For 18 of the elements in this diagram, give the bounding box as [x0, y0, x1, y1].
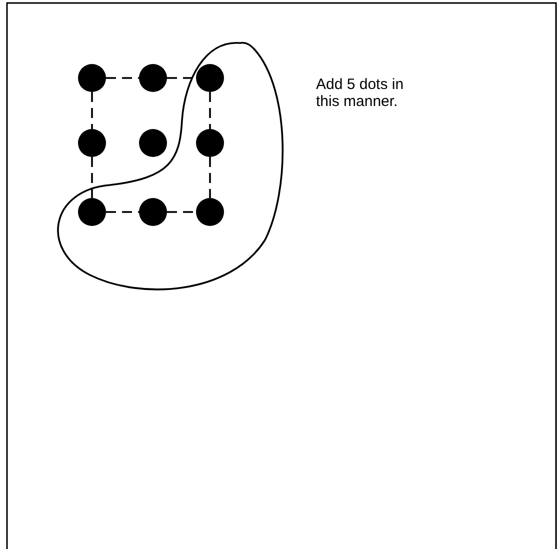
dashed-line: [106, 211, 139, 213]
dot: [139, 129, 167, 157]
dashed-line: [167, 77, 196, 79]
dashed-line: [91, 92, 93, 129]
dot: [196, 64, 224, 92]
dashed-line: [209, 157, 211, 198]
dashed-line: [91, 157, 93, 198]
instruction-text: Add 5 dots in this manner.: [316, 76, 405, 110]
dot: [139, 64, 167, 92]
dot: [78, 198, 106, 226]
dashed-line: [106, 77, 139, 79]
dashed-line: [209, 92, 211, 129]
dot: [78, 129, 106, 157]
dot: [78, 64, 106, 92]
dot: [196, 198, 224, 226]
dot: [139, 198, 167, 226]
dot: [196, 129, 224, 157]
dashed-line: [167, 211, 196, 213]
